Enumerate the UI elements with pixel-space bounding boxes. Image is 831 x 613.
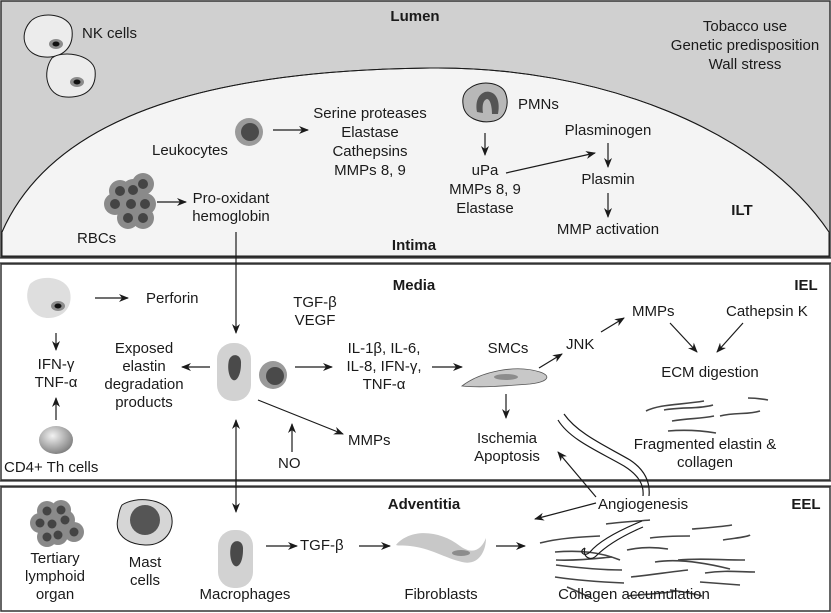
fragmented-elastin-label: Fragmented elastin & xyxy=(633,436,777,453)
ischemia-label: Ischemia xyxy=(476,430,538,447)
degradation-label: degradation xyxy=(104,376,184,393)
fibroblasts-label: Fibroblasts xyxy=(404,586,478,603)
tgf-beta-adventitia-label: TGF-β xyxy=(300,537,344,554)
organ-label: organ xyxy=(35,586,75,603)
mmps-media-label: MMPs xyxy=(348,432,391,449)
cytokines-line-2: IL-8, IFN-γ, xyxy=(346,358,422,375)
blood-vessel-icon xyxy=(557,413,650,497)
cd4-th-cells-label: CD4+ Th cells xyxy=(4,459,99,476)
plasmin-label: Plasmin xyxy=(581,171,635,188)
nk-cell-icon xyxy=(23,14,96,98)
angiogenesis-label: Angiogenesis xyxy=(598,496,689,513)
fibroblast-icon xyxy=(396,533,486,563)
arrow-smc-jnk xyxy=(538,353,563,369)
elastase-label: Elastase xyxy=(341,124,399,141)
lumen-title: Lumen xyxy=(390,8,440,25)
cytokines-line-3: TNF-α xyxy=(362,376,406,393)
tertiary-lymphoid-icon xyxy=(30,500,84,547)
macrophage-adventitia-icon xyxy=(218,530,253,588)
plasminogen-label: Plasminogen xyxy=(564,122,652,139)
pmns-label: PMNs xyxy=(518,96,559,113)
macrophage-media-icon xyxy=(217,343,251,401)
arrow-mmps-ecm xyxy=(669,322,698,353)
mast-cell-icon xyxy=(116,499,173,546)
mast-cells-label: cells xyxy=(129,572,160,589)
cathepsins-label: Cathepsins xyxy=(332,143,408,160)
collagen-fibers-icon xyxy=(539,519,756,598)
media-title: Media xyxy=(392,277,436,294)
media-panel xyxy=(0,263,831,481)
risk-factor-tobacco: Tobacco use xyxy=(702,18,788,35)
intima-boundary-curve xyxy=(1,67,830,233)
jnk-label: JNK xyxy=(566,336,595,353)
no-label: NO xyxy=(278,455,301,472)
serine-proteases-label: Serine proteases xyxy=(313,105,427,122)
smc-icon xyxy=(460,368,548,388)
collagen-vessel-icon xyxy=(581,520,644,560)
rbc-cluster-icon xyxy=(104,173,156,229)
upa-label: uPa xyxy=(471,162,499,179)
tnf-alpha-label: TNF-α xyxy=(34,374,78,391)
arrow-angiogenesis-collagen xyxy=(534,502,597,521)
intima-title: Intima xyxy=(391,237,437,254)
lymphoid-label: lymphoid xyxy=(24,568,86,585)
macrophages-label: Macrophages xyxy=(199,586,291,603)
arrow-jnk-mmps xyxy=(600,317,625,333)
ecm-digestion-label: ECM digestion xyxy=(661,364,759,381)
tgf-beta-media-label: TGF-β xyxy=(293,294,337,311)
leukocytes-label: Leukocytes xyxy=(152,142,228,159)
ilt-label: ILT xyxy=(731,202,753,219)
perforin-label: Perforin xyxy=(146,290,199,307)
arrow-angiogenesis-ischemia xyxy=(557,451,597,498)
nk-cells-label: NK cells xyxy=(82,25,138,42)
cytokines-line-1: IL-1β, IL-6, xyxy=(347,340,421,357)
vegf-label: VEGF xyxy=(294,312,336,329)
mmps-8-9-label: MMPs 8, 9 xyxy=(334,162,406,179)
tertiary-label: Tertiary xyxy=(30,550,80,567)
collagen-accumulation-label: Collagen accumulation xyxy=(558,586,710,603)
eel-label: EEL xyxy=(791,496,821,513)
iel-label: IEL xyxy=(794,277,818,294)
fragmented-fibers-icon xyxy=(645,397,769,434)
smcs-label: SMCs xyxy=(487,340,529,357)
pmn-elastase-label: Elastase xyxy=(456,200,514,217)
iel-separator xyxy=(0,257,831,264)
pmn-icon xyxy=(462,82,508,123)
rbcs-label: RBCs xyxy=(77,230,117,247)
hemoglobin-label: hemoglobin xyxy=(192,208,270,225)
leukocyte-media-icon xyxy=(259,361,287,389)
nk-cell-media-icon xyxy=(27,277,71,318)
mmp-activation-label: MMP activation xyxy=(556,221,660,238)
mmps-upper-label: MMPs xyxy=(632,303,675,320)
leukocyte-icon xyxy=(235,118,263,146)
ifn-gamma-label: IFN-γ xyxy=(37,356,75,373)
adventitia-title: Adventitia xyxy=(387,496,461,513)
elastin-label: elastin xyxy=(122,358,166,375)
arrow-upa-plasmin xyxy=(505,151,596,174)
pro-oxidant-label: Pro-oxidant xyxy=(192,190,270,207)
exposed-label: Exposed xyxy=(114,340,174,357)
mast-label: Mast xyxy=(128,554,162,571)
products-label: products xyxy=(115,394,173,411)
cathepsin-k-label: Cathepsin K xyxy=(726,303,808,320)
pmn-mmps-label: MMPs 8, 9 xyxy=(449,181,521,198)
risk-factor-genetic: Genetic predisposition xyxy=(670,37,820,54)
cd4-cell-icon xyxy=(39,426,73,454)
eel-separator xyxy=(0,480,831,487)
arrow-macrophage-mmps xyxy=(257,399,344,435)
risk-factor-wall-stress: Wall stress xyxy=(708,56,782,73)
collagen-media-label: collagen xyxy=(677,454,733,471)
arrow-cathepsin-ecm xyxy=(716,322,744,353)
apoptosis-label: Apoptosis xyxy=(474,448,540,465)
